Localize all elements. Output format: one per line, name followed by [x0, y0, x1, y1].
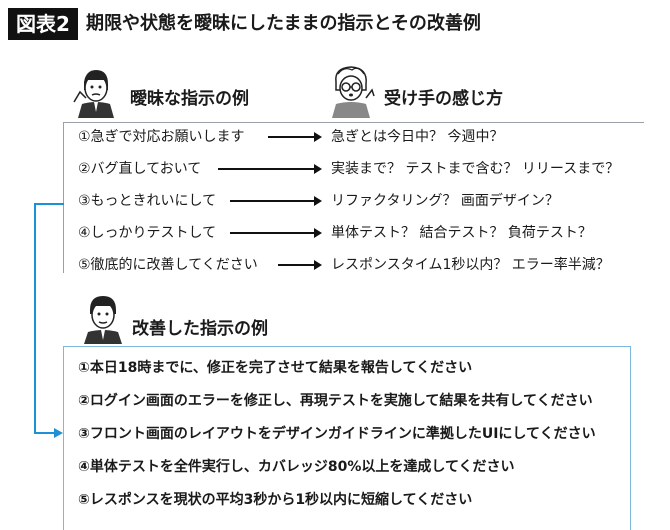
connector-line	[34, 203, 64, 205]
improved-item-5: ⑤レスポンスを現状の平均3秒から1秒以内に短縮してください	[78, 492, 473, 508]
vague-instruction: ①急ぎで対応お願いします	[78, 129, 245, 145]
receiver-perception: レスポンスタイム1秒以内？ エラー率半減？	[331, 257, 610, 273]
connector-line	[34, 432, 56, 434]
vague-row-3: ③もっときれいにして リファクタリング？ 画面デザイン？	[78, 189, 638, 213]
vague-row-4: ④しっかりテストして 単体テスト？ 結合テスト？ 負荷テスト？	[78, 221, 638, 245]
arrow-right-icon	[230, 228, 322, 238]
improved-item-1: ①本日18時までに、修正を完了させて結果を報告してください	[78, 360, 473, 376]
arrow-right-icon	[268, 132, 322, 142]
improved-instructor-avatar-icon	[84, 296, 122, 344]
page-title: 期限や状態を曖昧にしたままの指示とその改善例	[86, 13, 481, 34]
receiver-perception: 急ぎとは今日中？ 今週中？	[331, 129, 504, 145]
figure-badge: 図表2	[8, 8, 78, 40]
vague-instruction: ②バグ直しておいて	[78, 161, 202, 177]
connector-arrow-icon	[54, 428, 63, 438]
improved-instructions-label: 改善した指示の例	[132, 319, 268, 339]
vague-row-1: ①急ぎで対応お願いします 急ぎとは今日中？ 今週中？	[78, 125, 638, 149]
receiver-perception: 単体テスト？ 結合テスト？ 負荷テスト？	[331, 225, 592, 241]
vague-list-bracket	[63, 122, 644, 273]
connector-line	[34, 203, 36, 433]
vague-instructions-label: 曖昧な指示の例	[130, 89, 249, 109]
improved-item-2: ②ログイン画面のエラーを修正し、再現テストを実施して結果を共有してください	[78, 393, 593, 409]
receiver-perception-label: 受け手の感じ方	[384, 89, 503, 109]
vague-instruction: ③もっときれいにして	[78, 193, 217, 209]
improved-item-3: ③フロント画面のレイアウトをデザインガイドラインに準拠したUIにしてください	[78, 426, 596, 442]
receiver-avatar-icon	[332, 66, 375, 118]
vague-instruction: ④しっかりテストして	[78, 225, 217, 241]
vague-row-2: ②バグ直しておいて 実装まで？ テストまで含む？ リリースまで？	[78, 157, 638, 181]
arrow-right-icon	[218, 164, 322, 174]
improved-item-4: ④単体テストを全件実行し、カバレッジ80%以上を達成してください	[78, 459, 515, 475]
vague-row-5: ⑤徹底的に改善してください レスポンスタイム1秒以内？ エラー率半減？	[78, 253, 638, 277]
receiver-perception: 実装まで？ テストまで含む？ リリースまで？	[331, 161, 620, 177]
arrow-right-icon	[230, 196, 322, 206]
vague-instruction: ⑤徹底的に改善してください	[78, 257, 258, 273]
improved-instructions-box	[63, 346, 631, 530]
instructor-avatar-icon	[73, 70, 114, 118]
arrow-right-icon	[278, 260, 322, 270]
receiver-perception: リファクタリング？ 画面デザイン？	[331, 193, 559, 209]
